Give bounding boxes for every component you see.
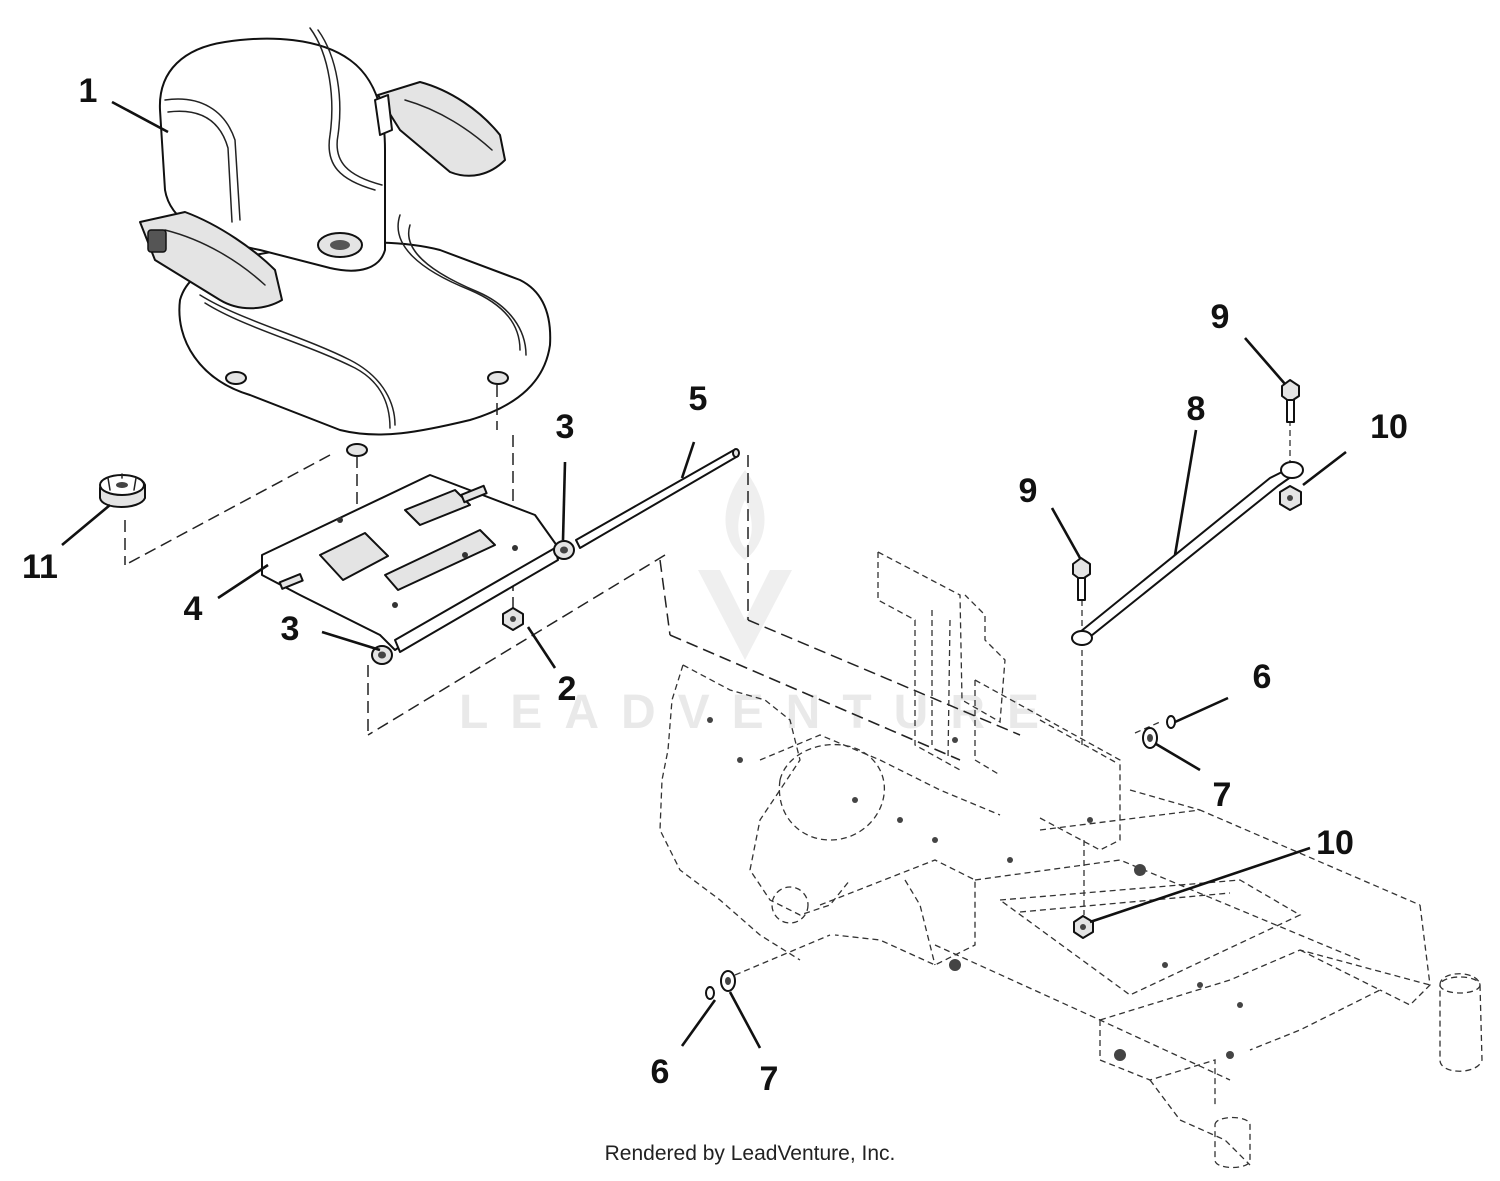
callout-4[interactable]: 4 [184,590,203,628]
callout-7-lower[interactable]: 7 [760,1060,779,1098]
callout-11[interactable]: 11 [22,548,58,586]
adjustment-knob[interactable] [99,473,146,508]
callouts: 1 2 3 3 4 5 6 6 7 7 8 9 9 10 10 11 [22,72,1408,1098]
seat[interactable] [139,27,552,457]
callout-7-upper[interactable]: 7 [1213,776,1232,814]
callout-3-right[interactable]: 3 [556,408,575,446]
pivot-rod[interactable] [575,448,740,549]
callout-10-upper[interactable]: 10 [1370,408,1408,446]
seat-mount-plate[interactable] [261,474,561,653]
bolt-right[interactable] [1281,379,1300,423]
callout-10-lower[interactable]: 10 [1316,824,1354,862]
plate-nut[interactable] [502,607,524,631]
callout-2[interactable]: 2 [558,670,577,708]
leader-lines [61,100,1347,1049]
callout-3-left[interactable]: 3 [281,610,300,648]
callout-9-right[interactable]: 9 [1211,298,1230,336]
mower-frame [659,551,1483,1169]
clip-upper[interactable] [1166,715,1176,729]
bolt-left[interactable] [1072,557,1091,601]
render-credit: Rendered by LeadVenture, Inc. [604,1142,896,1165]
bushing-right[interactable] [553,540,575,560]
callout-5[interactable]: 5 [689,380,708,418]
callout-8[interactable]: 8 [1187,390,1206,428]
nut-lower[interactable] [1073,915,1094,939]
support-rod[interactable] [1071,461,1304,646]
washer-upper[interactable] [1142,727,1158,749]
callout-6-upper[interactable]: 6 [1253,658,1272,696]
clip-lower[interactable] [705,986,715,1000]
washer-lower[interactable] [720,970,736,992]
callout-6-lower[interactable]: 6 [651,1053,670,1091]
bushing-left[interactable] [371,645,393,665]
assembly-lines [124,385,1291,976]
callout-1[interactable]: 1 [79,72,98,110]
callout-9-left[interactable]: 9 [1019,472,1038,510]
watermark-text: LEADVENTURE [459,686,1061,739]
nut-upper[interactable] [1279,485,1302,511]
